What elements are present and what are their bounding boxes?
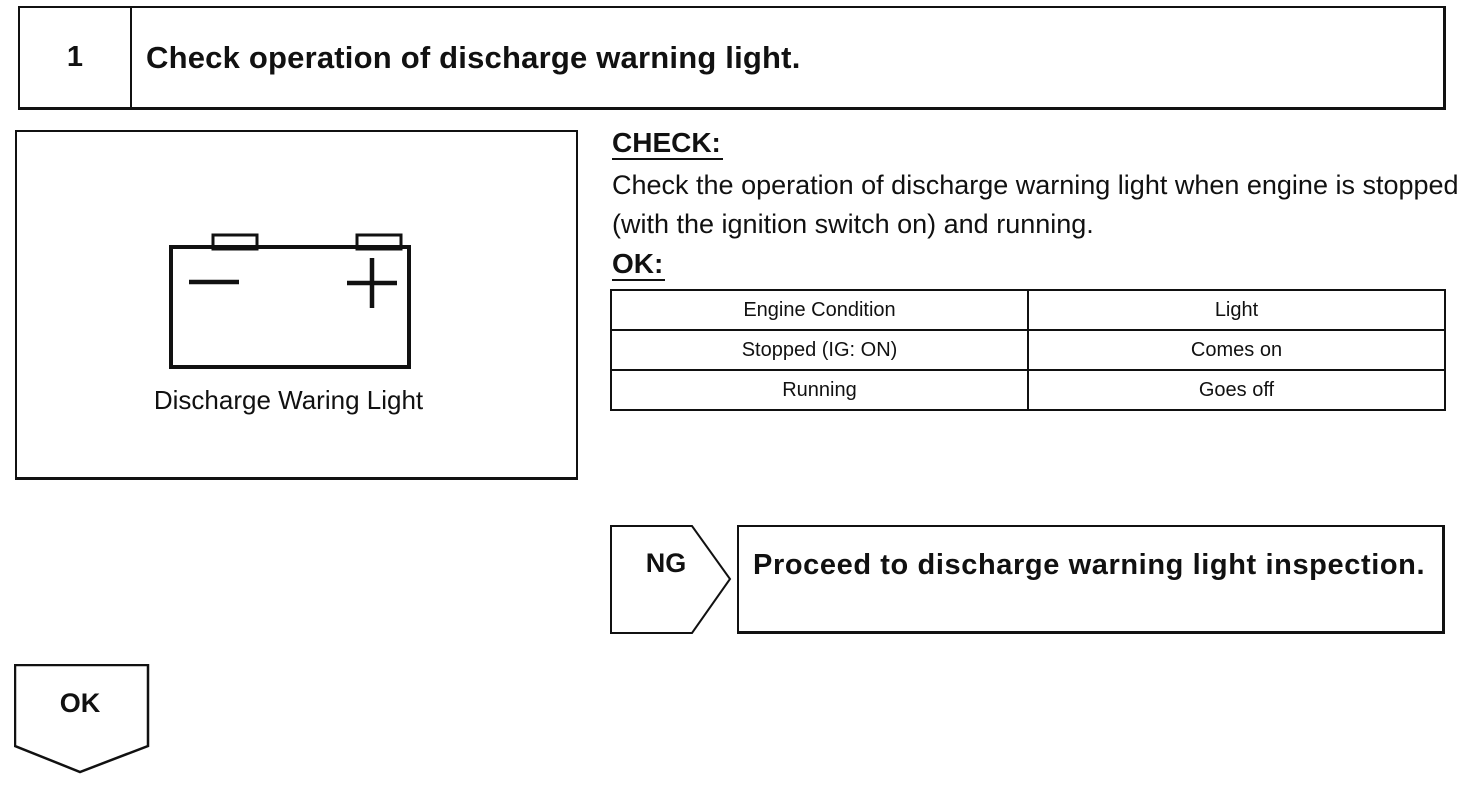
ok-arrow-tag	[14, 664, 150, 774]
check-description: Check the operation of discharge warning…	[612, 170, 1459, 239]
figure-caption: Discharge Waring Light	[153, 385, 424, 415]
ok-heading: OK:	[612, 248, 666, 281]
table-cell: Goes off	[1027, 369, 1446, 411]
ng-label: NG	[645, 548, 687, 578]
table-cell: Comes on	[1027, 329, 1446, 371]
step-header: 1 Check operation of discharge warning l…	[18, 6, 1446, 110]
ng-action-text: Proceed to discharge warning light inspe…	[753, 549, 1426, 581]
table-header-cell: Light	[1027, 289, 1446, 331]
result-table: Engine Condition Light Stopped (IG: ON) …	[610, 289, 1446, 411]
step-number: 1	[20, 8, 132, 107]
table-row: Running Goes off	[610, 369, 1446, 411]
table-header-cell: Engine Condition	[610, 289, 1029, 331]
ng-action-box: Proceed to discharge warning light inspe…	[737, 525, 1445, 634]
check-heading: CHECK:	[612, 127, 723, 160]
table-cell: Stopped (IG: ON)	[610, 329, 1029, 371]
step-title: Check operation of discharge warning lig…	[146, 39, 801, 75]
ng-arrow-tag	[610, 525, 732, 634]
figure-panel: Discharge Waring Light	[15, 130, 578, 480]
table-header-row: Engine Condition Light	[610, 289, 1446, 331]
table-row: Stopped (IG: ON) Comes on	[610, 329, 1446, 371]
battery-icon	[169, 233, 411, 369]
ok-branch-label: OK	[59, 688, 101, 718]
table-cell: Running	[610, 369, 1029, 411]
